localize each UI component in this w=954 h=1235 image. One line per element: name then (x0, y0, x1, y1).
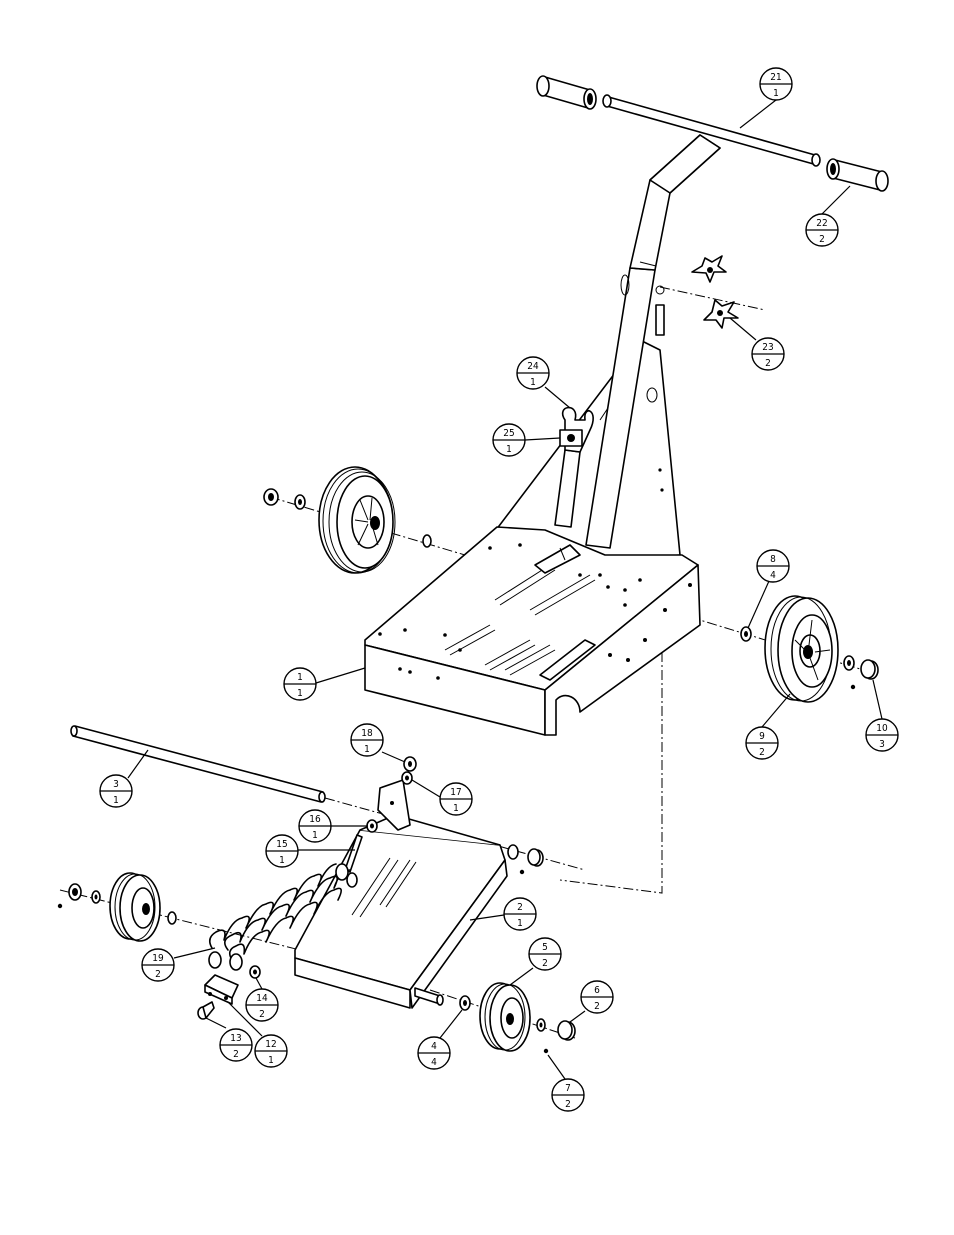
svg-text:5: 5 (542, 942, 548, 953)
svg-text:9: 9 (759, 731, 765, 742)
svg-text:14: 14 (256, 993, 268, 1004)
svg-text:2: 2 (517, 902, 523, 913)
svg-text:3: 3 (879, 739, 885, 750)
svg-text:3: 3 (113, 779, 119, 790)
svg-text:1: 1 (268, 1055, 274, 1066)
wheel-lower-right (480, 983, 530, 1051)
svg-text:15: 15 (276, 839, 287, 850)
platform-plate (295, 780, 518, 1008)
svg-text:18: 18 (361, 728, 373, 739)
star-knob-lower (704, 300, 738, 328)
callout-item-22: 22 2 (806, 186, 850, 246)
svg-text:2: 2 (765, 358, 771, 369)
svg-text:2: 2 (259, 1009, 265, 1020)
svg-text:2: 2 (155, 969, 161, 980)
svg-text:4: 4 (770, 570, 776, 581)
callout-item-1: 1 1 (284, 668, 365, 700)
svg-text:13: 13 (230, 1033, 241, 1044)
callout-item-18: 18 1 (351, 724, 405, 762)
svg-text:1: 1 (297, 672, 303, 683)
svg-text:2: 2 (819, 234, 825, 245)
callout-item-19: 19 2 (142, 948, 215, 981)
svg-text:23: 23 (762, 342, 773, 353)
nut-part (250, 966, 260, 978)
callout-item-24: 24 1 (517, 357, 570, 408)
callout-item-13: 13 2 (206, 1018, 252, 1061)
svg-text:1: 1 (279, 855, 285, 866)
callout-item-25: 25 1 (493, 424, 560, 456)
svg-text:6: 6 (594, 985, 600, 996)
svg-text:1: 1 (517, 918, 523, 929)
main-frame (365, 340, 700, 735)
svg-text:2: 2 (565, 1099, 571, 1110)
wheel-lower-left (110, 873, 160, 941)
callout-item-4: 4 4 (418, 1010, 462, 1069)
svg-text:1: 1 (312, 830, 318, 841)
svg-text:4: 4 (431, 1057, 437, 1068)
svg-text:8: 8 (770, 554, 776, 565)
wrench-clip (560, 430, 582, 446)
svg-text:12: 12 (265, 1039, 276, 1050)
svg-text:17: 17 (450, 787, 461, 798)
callout-item-6: 6 2 (570, 981, 613, 1022)
svg-text:1: 1 (297, 688, 303, 699)
svg-text:19: 19 (152, 953, 164, 964)
svg-text:2: 2 (233, 1049, 239, 1060)
svg-text:25: 25 (503, 428, 514, 439)
wheel-upper-left (319, 467, 395, 573)
svg-text:2: 2 (542, 958, 548, 969)
svg-text:1: 1 (453, 803, 459, 814)
svg-text:7: 7 (565, 1083, 571, 1094)
handle-grip-left (537, 76, 596, 109)
handle-grip-right (827, 159, 888, 191)
callout-item-9: 9 2 (746, 694, 790, 759)
star-knob-upper (692, 256, 726, 282)
callout-item-10: 10 3 (866, 680, 898, 751)
callout-item-21: 21 1 (740, 68, 792, 128)
wheel-right (765, 596, 838, 702)
callout-item-5: 5 2 (510, 938, 561, 985)
callout-item-17: 17 1 (412, 780, 472, 815)
svg-text:2: 2 (759, 747, 765, 758)
svg-text:1: 1 (530, 377, 536, 388)
svg-text:4: 4 (431, 1041, 437, 1052)
callout-item-23: 23 2 (730, 318, 784, 370)
svg-text:1: 1 (773, 88, 779, 99)
svg-text:1: 1 (364, 744, 370, 755)
callout-item-3: 3 1 (100, 750, 148, 807)
svg-text:22: 22 (816, 218, 827, 229)
svg-text:2: 2 (594, 1001, 600, 1012)
svg-text:10: 10 (876, 723, 888, 734)
svg-text:21: 21 (770, 72, 781, 83)
bolt-part (198, 1002, 214, 1019)
svg-text:16: 16 (309, 814, 321, 825)
block-part (205, 975, 238, 1004)
svg-text:24: 24 (527, 361, 539, 372)
svg-text:1: 1 (506, 444, 512, 455)
callout-item-14: 14 2 (246, 978, 278, 1021)
callout-item-7: 7 2 (548, 1055, 584, 1111)
svg-text:1: 1 (113, 795, 119, 806)
